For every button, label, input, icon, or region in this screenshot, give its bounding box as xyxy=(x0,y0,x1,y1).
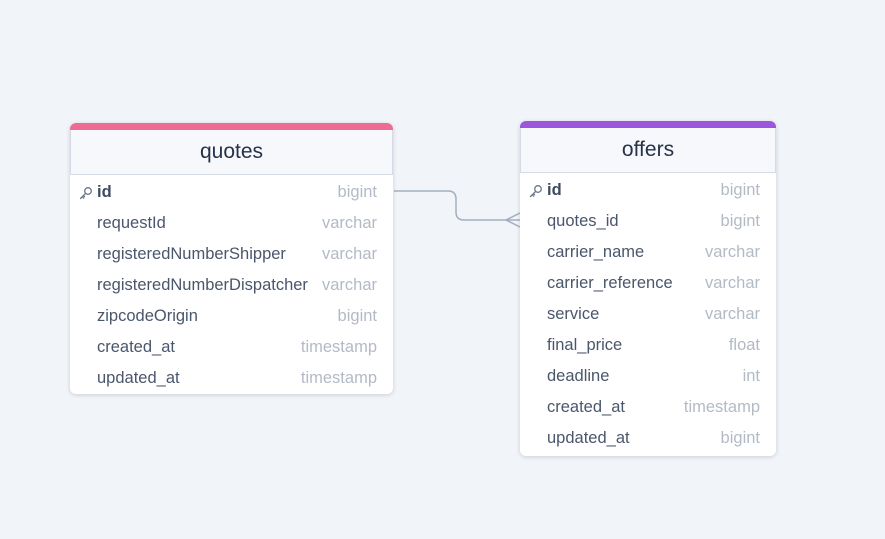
column-row[interactable]: created_at timestamp xyxy=(520,392,776,423)
column-row[interactable]: id bigint xyxy=(520,175,776,206)
column-name: registeredNumberDispatcher xyxy=(97,276,308,294)
column-row[interactable]: service varchar xyxy=(520,299,776,330)
column-type: varchar xyxy=(704,305,760,323)
key-icon xyxy=(529,185,542,198)
column-name: requestId xyxy=(97,214,166,232)
column-row[interactable]: registeredNumberShipper varchar xyxy=(70,239,393,270)
table-title[interactable]: quotes xyxy=(70,130,393,175)
column-name: zipcodeOrigin xyxy=(97,307,198,325)
column-name: quotes_id xyxy=(547,212,619,230)
column-row[interactable]: quotes_id bigint xyxy=(520,206,776,237)
column-type: varchar xyxy=(321,276,377,294)
column-type: timestamp xyxy=(300,338,377,356)
column-row[interactable]: carrier_reference varchar xyxy=(520,268,776,299)
crows-foot-many-marker xyxy=(504,212,521,228)
table-offers[interactable]: offers id bigint quotes_id bigint carrie… xyxy=(520,121,776,456)
column-name: id xyxy=(547,181,562,199)
column-type: timestamp xyxy=(300,369,377,387)
column-list: id bigint quotes_id bigint carrier_name … xyxy=(520,173,776,456)
column-row[interactable]: carrier_name varchar xyxy=(520,237,776,268)
column-name: final_price xyxy=(547,336,623,354)
key-icon xyxy=(79,187,92,200)
column-type: timestamp xyxy=(683,398,760,416)
column-name: deadline xyxy=(547,367,610,385)
column-type: varchar xyxy=(321,245,377,263)
table-accent-bar xyxy=(70,123,393,130)
column-name: service xyxy=(547,305,600,323)
column-name: created_at xyxy=(97,338,175,356)
column-row[interactable]: final_price float xyxy=(520,330,776,361)
column-type: varchar xyxy=(704,274,760,292)
column-name: created_at xyxy=(547,398,625,416)
column-name: updated_at xyxy=(547,429,630,447)
column-type: bigint xyxy=(337,183,377,201)
column-row[interactable]: zipcodeOrigin bigint xyxy=(70,301,393,332)
column-row[interactable]: registeredNumberDispatcher varchar xyxy=(70,270,393,301)
column-name: updated_at xyxy=(97,369,180,387)
column-type: bigint xyxy=(720,181,760,199)
relationship-line xyxy=(394,190,520,221)
column-type: bigint xyxy=(720,212,760,230)
column-type: int xyxy=(742,367,760,385)
column-name: carrier_name xyxy=(547,243,645,261)
column-row[interactable]: deadline int xyxy=(520,361,776,392)
column-name: carrier_reference xyxy=(547,274,673,292)
column-list: id bigint requestId varchar registeredNu… xyxy=(70,175,393,394)
column-type: bigint xyxy=(720,429,760,447)
column-type: varchar xyxy=(321,214,377,232)
column-type: bigint xyxy=(337,307,377,325)
column-row[interactable]: requestId varchar xyxy=(70,208,393,239)
column-type: varchar xyxy=(704,243,760,261)
column-row[interactable]: updated_at timestamp xyxy=(70,363,393,394)
table-quotes[interactable]: quotes id bigint requestId varchar regis… xyxy=(70,123,393,394)
column-name: id xyxy=(97,183,112,201)
column-row[interactable]: id bigint xyxy=(70,177,393,208)
table-title[interactable]: offers xyxy=(520,128,776,173)
column-name: registeredNumberShipper xyxy=(97,245,286,263)
column-row[interactable]: updated_at bigint xyxy=(520,423,776,454)
column-row[interactable]: created_at timestamp xyxy=(70,332,393,363)
column-type: float xyxy=(728,336,760,354)
table-accent-bar xyxy=(520,121,776,128)
